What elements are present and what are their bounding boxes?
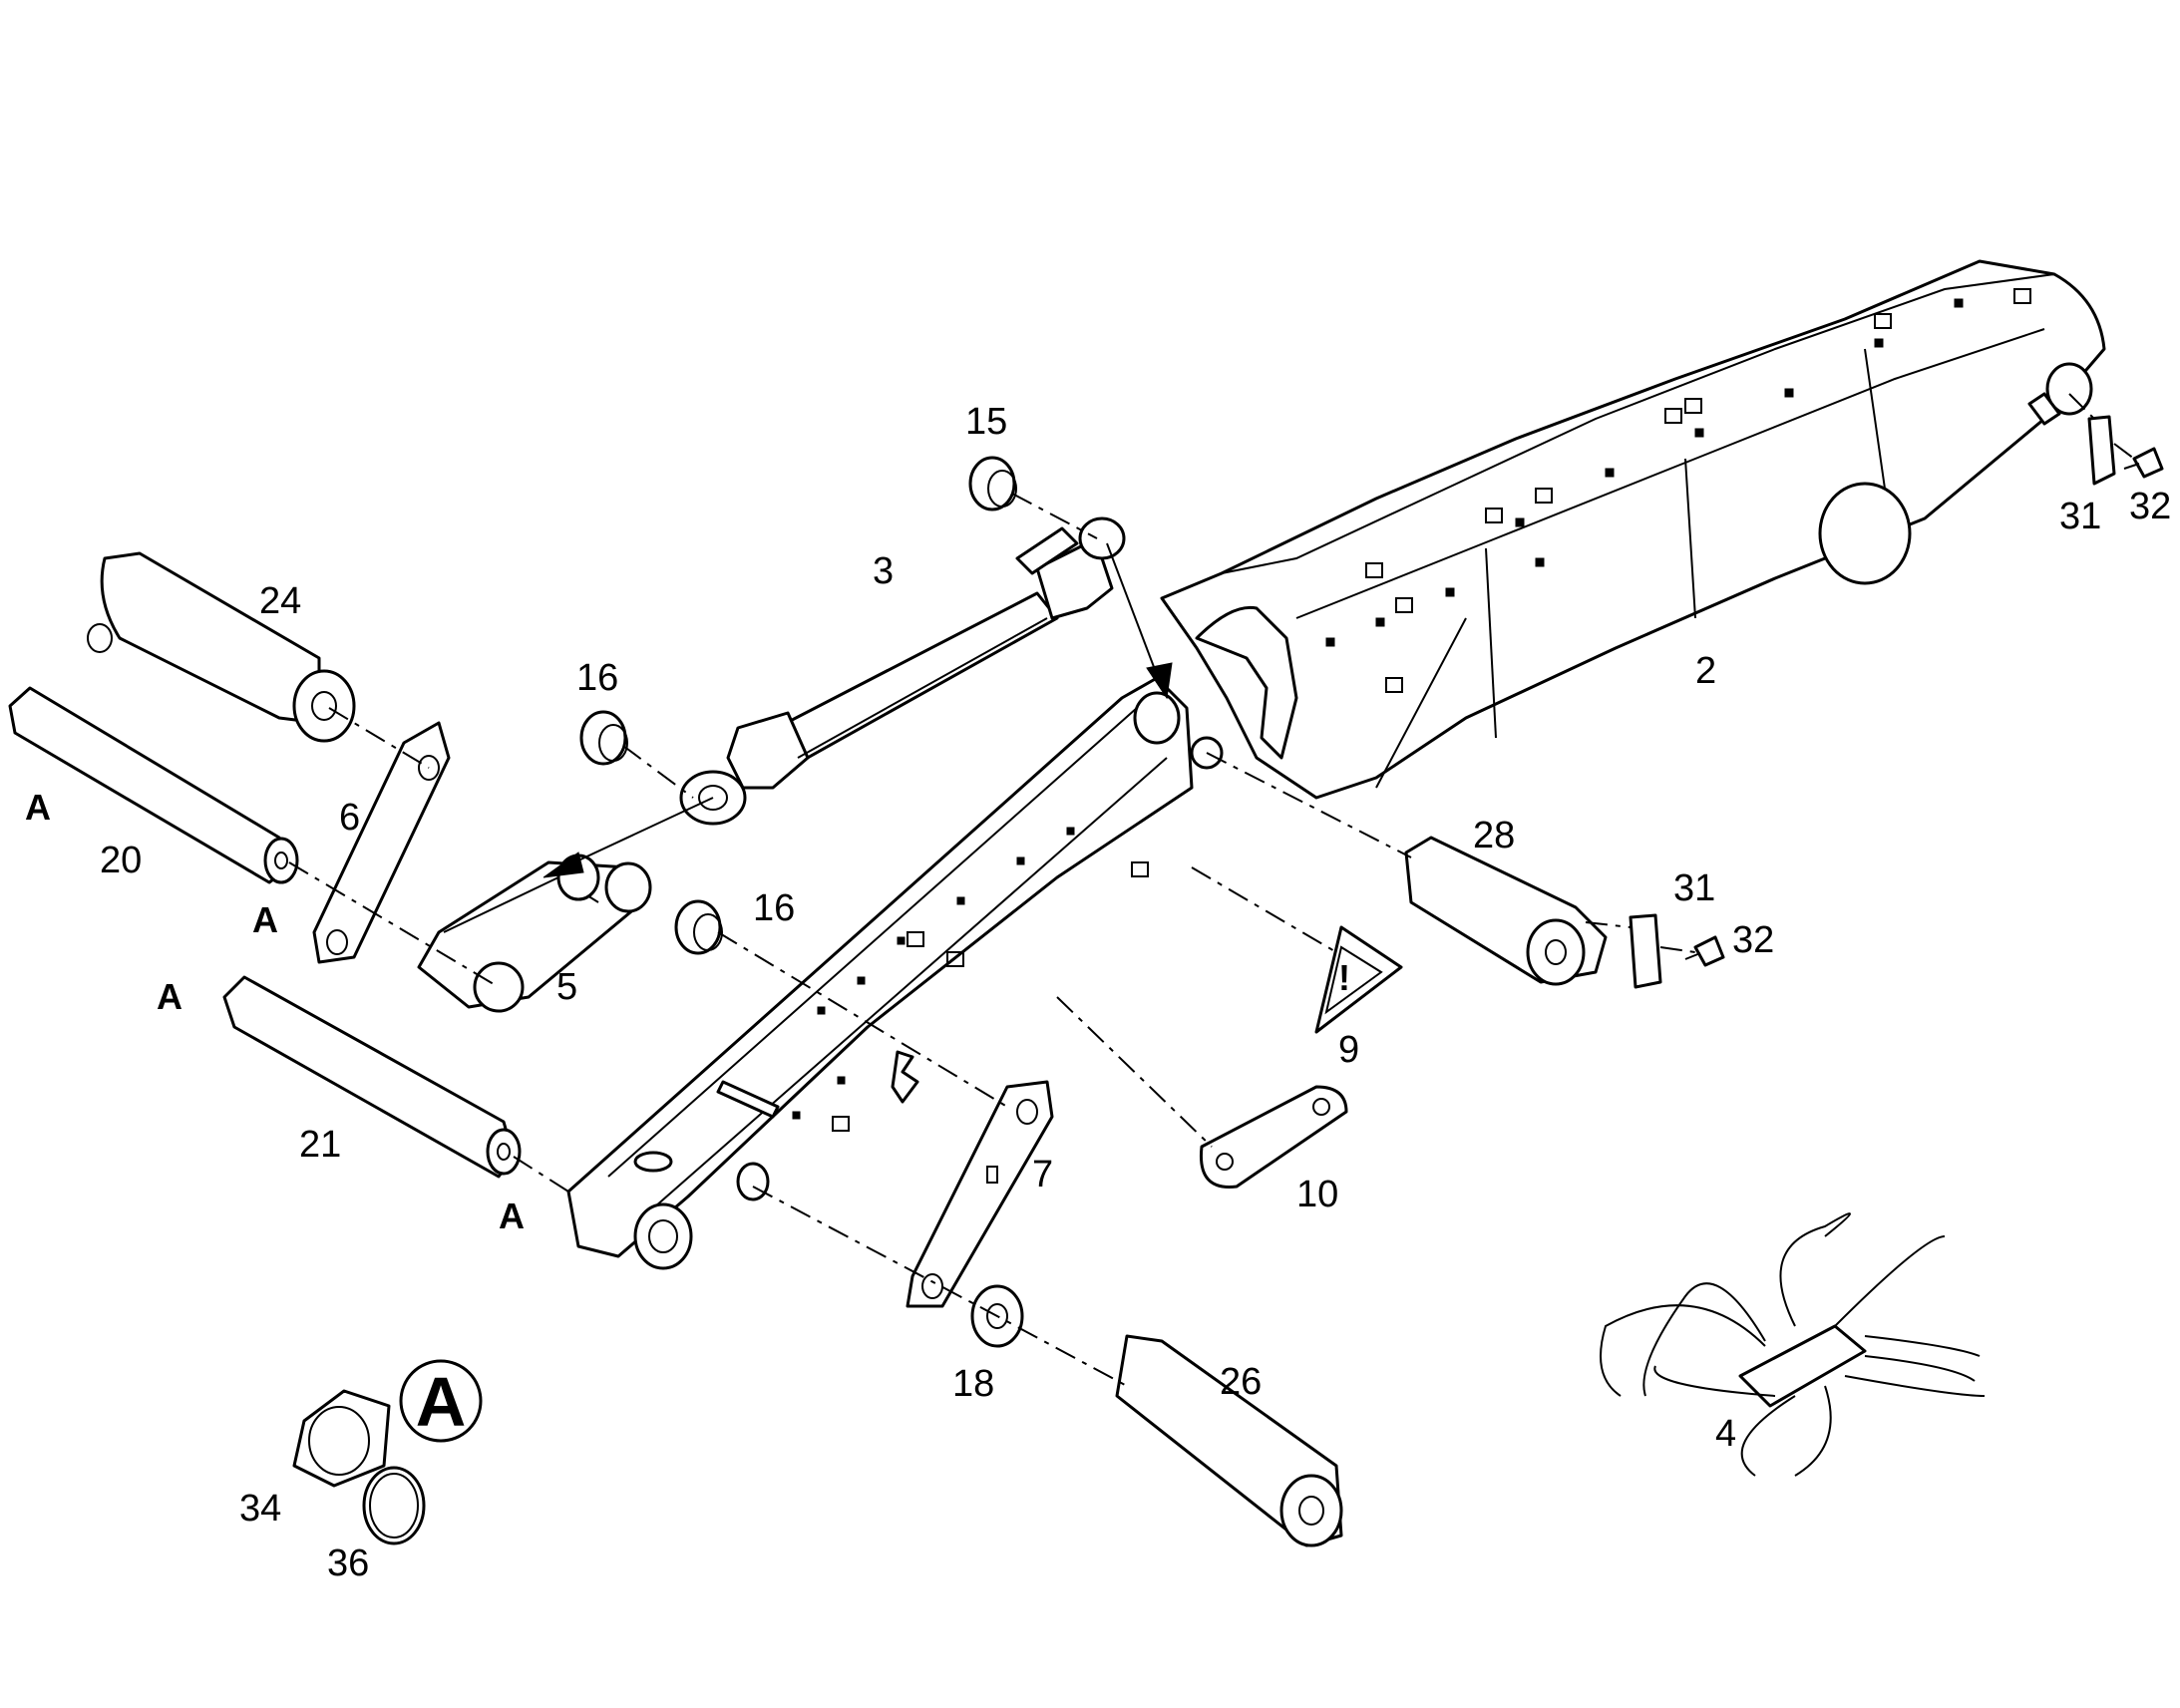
label-part-2: 2 bbox=[1695, 650, 1716, 692]
marker-a-4: A bbox=[499, 1196, 525, 1236]
pin-part-28 bbox=[1404, 836, 1608, 986]
ring-part-36 bbox=[362, 1466, 426, 1545]
label-part-18: 18 bbox=[952, 1363, 994, 1405]
link-part-6 bbox=[312, 721, 451, 964]
label-part-31-lower: 31 bbox=[1673, 867, 1715, 909]
nut-part-34 bbox=[292, 1389, 391, 1488]
plate-part-31-lower bbox=[1629, 913, 1662, 989]
warning-glyph: ! bbox=[1338, 957, 1350, 998]
cylinder-part-3 bbox=[679, 516, 1126, 826]
marker-a-3: A bbox=[157, 976, 182, 1017]
label-part-6: 6 bbox=[339, 797, 360, 839]
label-part-9: 9 bbox=[1338, 1029, 1359, 1071]
label-part-7: 7 bbox=[1032, 1154, 1053, 1196]
arm-member bbox=[566, 605, 1298, 1270]
label-part-34: 34 bbox=[239, 1488, 281, 1530]
detail-marker-a: A bbox=[399, 1359, 483, 1443]
bolt-part-32-upper bbox=[2123, 447, 2164, 479]
warning-decal-part-9: ! bbox=[1314, 925, 1403, 1034]
plate-part-31-upper bbox=[2087, 415, 2116, 486]
label-part-5: 5 bbox=[556, 966, 577, 1008]
boom-part-2 bbox=[1160, 259, 2106, 800]
pin-part-20 bbox=[8, 686, 299, 884]
marker-a-1: A bbox=[25, 787, 51, 828]
label-part-15: 15 bbox=[965, 401, 1007, 443]
label-part-32-lower: 32 bbox=[1732, 919, 1774, 961]
detail-marker-text: A bbox=[416, 1363, 467, 1441]
label-part-10: 10 bbox=[1296, 1174, 1338, 1215]
marker-a-2: A bbox=[252, 899, 278, 940]
label-part-16-upper: 16 bbox=[576, 657, 618, 699]
label-part-4: 4 bbox=[1715, 1413, 1736, 1455]
leader-lines bbox=[288, 393, 2135, 1387]
label-part-24: 24 bbox=[259, 580, 301, 622]
callout-labels: 2 3 4 5 6 7 9 10 15 16 16 18 20 21 24 26… bbox=[25, 401, 2171, 1584]
label-part-31-upper: 31 bbox=[2059, 496, 2101, 537]
label-part-36: 36 bbox=[327, 1542, 369, 1584]
bushing-part-16-lower bbox=[674, 899, 723, 955]
label-part-3: 3 bbox=[873, 550, 894, 592]
label-part-21: 21 bbox=[299, 1124, 341, 1166]
pin-part-26 bbox=[1115, 1334, 1343, 1547]
link-part-7 bbox=[906, 1080, 1054, 1308]
bushing-part-16-upper bbox=[579, 710, 628, 766]
plate-part-10 bbox=[1199, 1085, 1348, 1189]
link-part-5 bbox=[417, 854, 652, 1013]
label-part-26: 26 bbox=[1220, 1361, 1262, 1403]
hose-assembly-part-4 bbox=[1600, 1212, 1986, 1477]
pin-part-24 bbox=[87, 551, 356, 743]
label-part-20: 20 bbox=[100, 840, 142, 881]
bushing-part-15 bbox=[968, 456, 1017, 512]
label-part-28: 28 bbox=[1473, 815, 1515, 856]
label-part-16-lower: 16 bbox=[753, 887, 795, 929]
bolt-part-32-lower bbox=[1684, 935, 1725, 967]
label-part-32-upper: 32 bbox=[2129, 486, 2171, 527]
